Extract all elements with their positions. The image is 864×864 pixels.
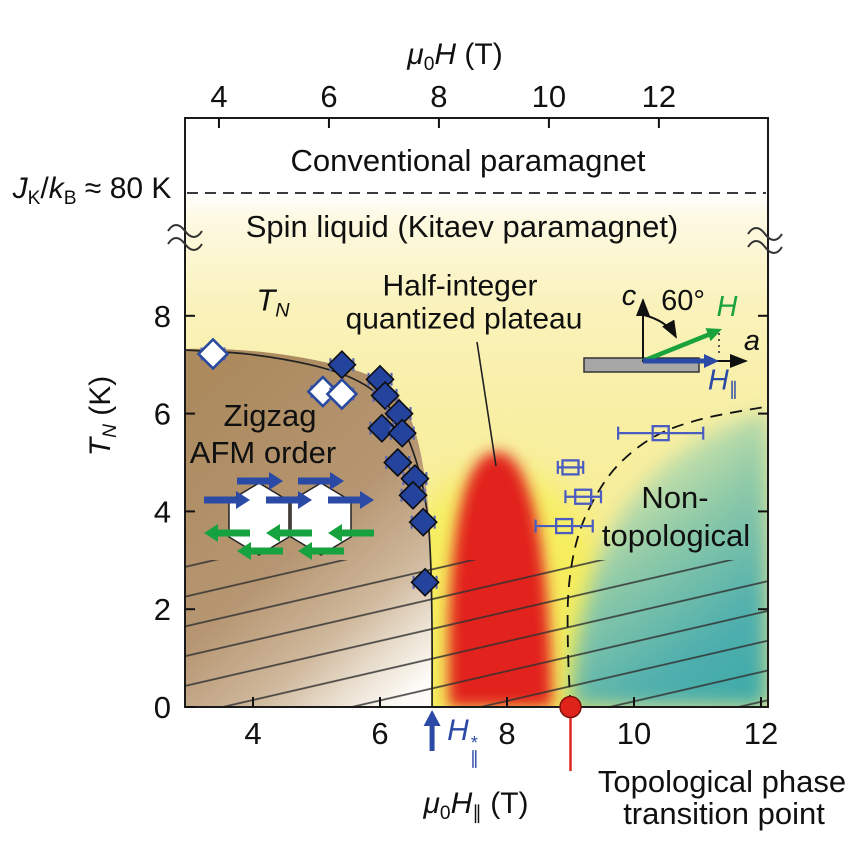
tick-label-bottom: 12 xyxy=(744,716,778,751)
spin-arrowhead xyxy=(298,491,312,509)
tick-label-left: 8 xyxy=(154,299,171,334)
tick-label-top: 10 xyxy=(532,79,566,114)
tick-label-bottom: 6 xyxy=(371,716,388,751)
angle-arc xyxy=(643,314,677,339)
tick-label-bottom: 8 xyxy=(498,716,515,751)
field-orientation-inset xyxy=(583,298,748,373)
tilted-field-arrowhead xyxy=(705,328,722,342)
zigzag-spin-inset xyxy=(204,472,374,560)
zigzag-spin-arrows xyxy=(204,472,374,560)
critical-field-arrow xyxy=(423,710,441,751)
inplane-field-arrowhead xyxy=(704,354,719,368)
tick-label-left: 2 xyxy=(154,592,171,627)
tick-label-top: 4 xyxy=(210,79,227,114)
data-point-square xyxy=(574,488,593,505)
spin-arrowhead xyxy=(330,472,344,490)
plateau-leader-line xyxy=(476,341,497,467)
tilted-field-arrow xyxy=(642,332,710,364)
topological-transition-point xyxy=(559,695,582,771)
data-point-diamond xyxy=(387,418,417,448)
tick-label-top: 12 xyxy=(642,79,676,114)
spin-arrowhead xyxy=(266,524,280,542)
plot-frame xyxy=(184,117,769,708)
phase-regions xyxy=(186,119,767,706)
topological-transition-boundary xyxy=(566,405,769,708)
tick-label-left: 6 xyxy=(154,397,171,432)
spin-arrowhead xyxy=(360,491,374,509)
tick-label-left: 0 xyxy=(154,690,171,725)
spin-arrowhead xyxy=(298,542,312,560)
tick-label-bottom: 10 xyxy=(617,716,651,751)
data-point-diamond xyxy=(325,377,359,411)
tick-label-bottom: 4 xyxy=(244,716,261,751)
axis-break-marks xyxy=(167,224,783,254)
spin-arrowhead xyxy=(269,472,283,490)
data-point-diamond xyxy=(196,337,230,371)
tick-label-top: 6 xyxy=(320,79,337,114)
data-point-diamond xyxy=(410,567,440,597)
neel-transition-open-diamonds xyxy=(196,337,359,411)
tick-label-top: 8 xyxy=(430,79,447,114)
data-point-square xyxy=(555,517,574,535)
topological-boundary-open-squares xyxy=(534,425,705,535)
transition-point-marker xyxy=(559,695,582,719)
spin-arrowhead xyxy=(236,491,250,509)
spin-arrowhead xyxy=(204,524,218,542)
axis-ticks: 4 6 8 10 12 4 6 8 10 12 0 2 4 6 8 xyxy=(154,79,778,751)
spin-arrowhead xyxy=(328,524,342,542)
data-point-diamond xyxy=(370,380,400,411)
data-point-diamond xyxy=(408,507,438,537)
data-point-square xyxy=(651,425,670,442)
hatched-band xyxy=(186,560,767,706)
tick-label-left: 4 xyxy=(154,494,171,529)
data-point-square xyxy=(561,459,580,476)
data-point-diamond xyxy=(383,447,413,478)
neel-transition-filled-diamonds xyxy=(327,350,440,597)
spin-arrowhead xyxy=(237,542,251,560)
data-point-diamond xyxy=(398,480,428,510)
data-point-diamond xyxy=(367,413,397,443)
